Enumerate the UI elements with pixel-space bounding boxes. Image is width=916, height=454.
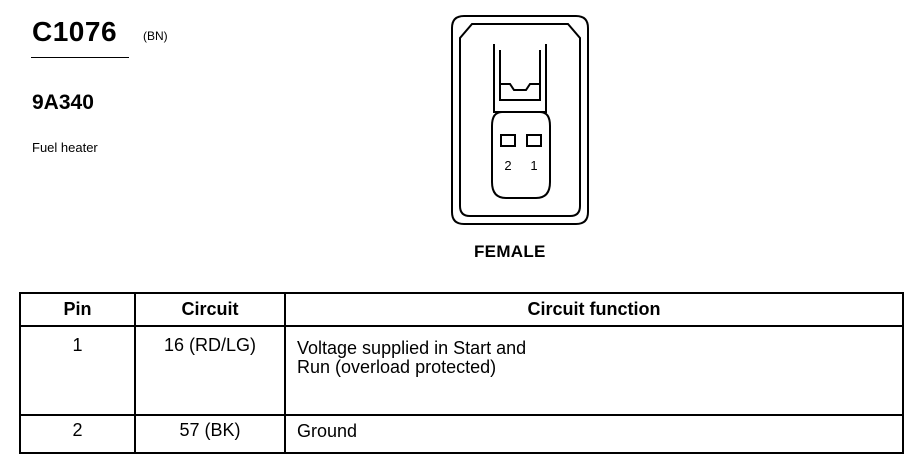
- function-line: Voltage supplied in Start and: [297, 338, 527, 358]
- pin-cell: 2: [19, 414, 136, 454]
- function-line: Ground: [297, 421, 358, 441]
- connector-face-diagram: 2 1: [451, 15, 589, 225]
- terminal-housing: [491, 111, 551, 199]
- function-line: Run (overload protected): [297, 357, 497, 377]
- circuit-cell: 57 (BK): [134, 414, 286, 454]
- connector-color-code: (BN): [143, 29, 168, 43]
- pin-table: Pin Circuit Circuit function 1 16 (RD/LG…: [19, 292, 904, 454]
- function-cell: Voltage supplied in Start and Run (overl…: [284, 325, 904, 416]
- tab-notch: [500, 83, 540, 91]
- table-header-row: Pin Circuit Circuit function: [19, 292, 904, 327]
- connector-outer-shell: [451, 15, 589, 225]
- pin-label-1: 1: [530, 158, 537, 173]
- connector-inner-shell: [459, 23, 581, 217]
- connector-id: C1076: [32, 16, 118, 47]
- header-circuit: Circuit: [134, 292, 286, 327]
- table-row: 2 57 (BK) Ground: [19, 414, 904, 454]
- locking-tab: [493, 44, 547, 113]
- pin-label-2: 2: [504, 158, 511, 173]
- locking-tab-inner: [499, 50, 541, 101]
- function-cell: Ground: [284, 414, 904, 454]
- connector-description: Fuel heater: [32, 140, 98, 155]
- table-row: 1 16 (RD/LG) Voltage supplied in Start a…: [19, 325, 904, 416]
- header-circuit-function: Circuit function: [284, 292, 904, 327]
- circuit-cell: 16 (RD/LG): [134, 325, 286, 416]
- title-underline: [31, 57, 129, 58]
- part-number: 9A340: [32, 91, 94, 114]
- pin-cell: 1: [19, 325, 136, 416]
- connector-gender-label: FEMALE: [474, 242, 546, 261]
- pin-cavity-2: [500, 134, 516, 147]
- header-pin: Pin: [19, 292, 136, 327]
- pin-cavity-1: [526, 134, 542, 147]
